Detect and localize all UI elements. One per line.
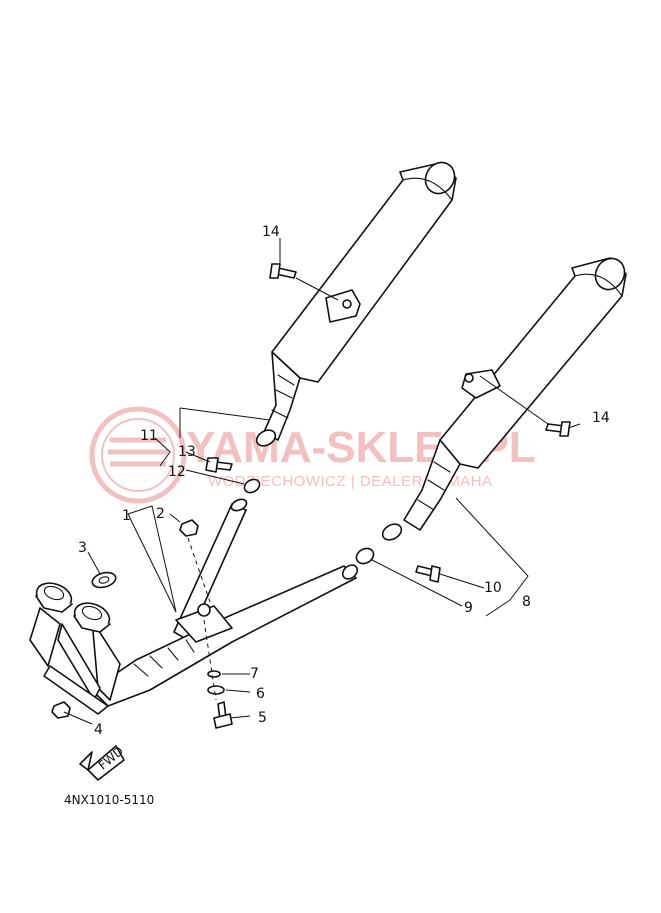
exhaust-pipe-assembly xyxy=(29,498,359,715)
bolt-5 xyxy=(213,701,233,729)
upper-muffler xyxy=(255,161,457,447)
callout-2: 2 xyxy=(156,506,165,522)
callout-6: 6 xyxy=(256,686,265,702)
callout-7: 7 xyxy=(250,666,259,682)
callout-11: 11 xyxy=(140,428,158,444)
bolt-14-upper xyxy=(269,263,297,279)
lower-muffler xyxy=(381,257,627,541)
gasket-3 xyxy=(91,571,117,589)
callout-3: 3 xyxy=(78,540,87,556)
callout-8: 8 xyxy=(522,594,531,610)
watermark-logo xyxy=(89,406,187,504)
bolt-14-lower xyxy=(545,421,571,437)
watermark-subtitle: WODZIECHOWICZ | DEALER YAMAHA xyxy=(208,473,493,490)
gasket-upper xyxy=(243,478,261,494)
leader-lines xyxy=(63,238,581,725)
callout-12: 12 xyxy=(168,464,186,480)
diagram-code: 4NX1010-5110 xyxy=(64,793,154,807)
washer-6 xyxy=(207,685,225,695)
callout-5: 5 xyxy=(258,710,267,726)
callout-14-lower: 14 xyxy=(592,410,610,426)
callout-4: 4 xyxy=(94,722,103,738)
gasket-lower xyxy=(355,547,375,565)
callout-1: 1 xyxy=(122,508,131,524)
fwd-arrow-icon: FWD xyxy=(79,744,126,781)
callout-14-upper: 14 xyxy=(262,224,280,240)
callout-10: 10 xyxy=(484,580,502,596)
washer-7 xyxy=(207,670,221,678)
callout-9: 9 xyxy=(464,600,473,616)
nut-2 xyxy=(179,519,199,537)
nut-4 xyxy=(51,701,71,719)
callout-labels: 1 2 3 4 5 6 7 8 9 10 11 12 13 14 14 xyxy=(78,224,610,738)
bolt-10 xyxy=(415,565,441,583)
callout-13: 13 xyxy=(178,444,196,460)
